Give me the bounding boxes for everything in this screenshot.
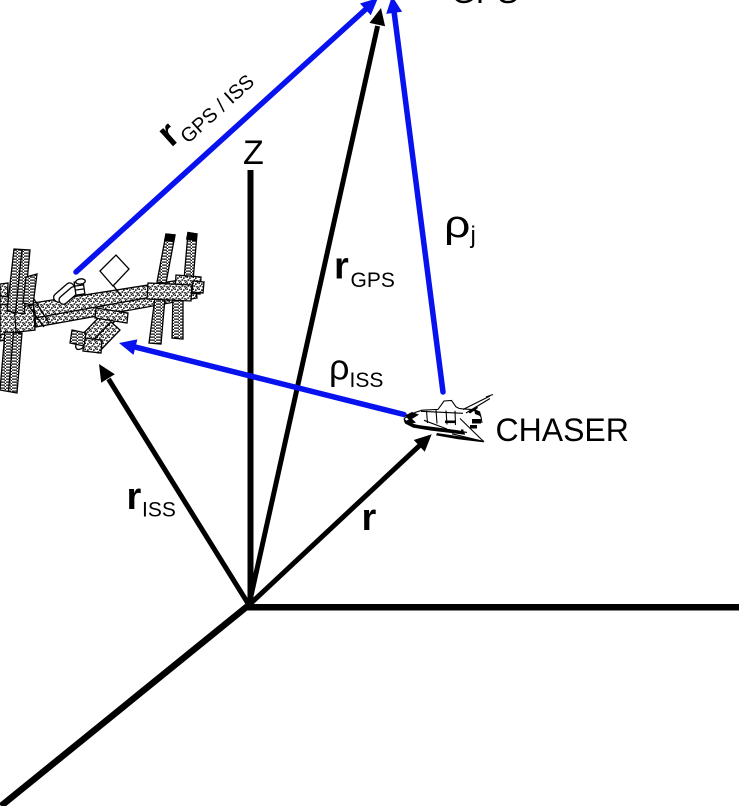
svg-text:j: j: [470, 222, 476, 249]
svg-text:r: r: [127, 476, 142, 518]
svg-text:ISS: ISS: [142, 499, 176, 522]
svg-text:ISS: ISS: [350, 369, 384, 392]
svg-text:ρ: ρ: [329, 347, 349, 388]
svg-text:ρ: ρ: [444, 203, 470, 245]
svg-text:GPS: GPS: [451, 0, 519, 10]
svg-text:r: r: [334, 246, 349, 288]
svg-text:r: r: [362, 497, 377, 539]
svg-text:GPS: GPS: [351, 269, 395, 292]
svg-text:Z: Z: [243, 134, 264, 172]
svg-text:CHASER: CHASER: [496, 412, 629, 448]
